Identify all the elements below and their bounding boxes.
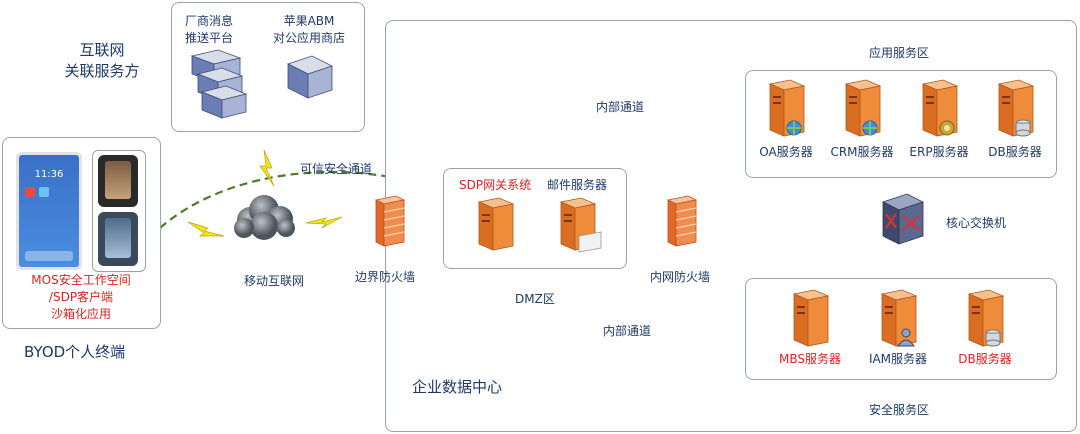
byod-client-line1: MOS安全工作空间 xyxy=(31,273,131,287)
app-zone-server-icon xyxy=(993,78,1037,144)
sdp-gateway-label: SDP网关系统 xyxy=(459,178,532,192)
mail-server-icon xyxy=(559,197,602,253)
security-zone-server-icon xyxy=(963,288,1007,354)
app-zone-server-label: CRM服务器 xyxy=(830,145,894,159)
inner-firewall-label: 内网防火墙 xyxy=(650,270,711,284)
core-switch-icon xyxy=(881,193,925,245)
app-zone-title: 应用服务区 xyxy=(869,46,930,60)
vendor-push-line1: 厂商消息 xyxy=(184,14,233,28)
security-zone-server-icon xyxy=(788,288,832,354)
security-zone-server-label: MBS服务器 xyxy=(779,352,841,366)
byod-label: BYOD个人终端 xyxy=(24,343,126,361)
cloud-icon xyxy=(234,195,295,240)
sdp-gateway-server-icon xyxy=(477,197,515,251)
byod-client-label: MOS安全工作空间 /SDP客户端 沙箱化应用 xyxy=(14,272,148,323)
phone-screen-icon: 11:36 xyxy=(16,152,82,270)
app-zone-server-icon xyxy=(764,78,808,144)
internal-channel-bottom-label: 内部通道 xyxy=(603,324,652,338)
vendor-push-building-icon xyxy=(190,49,248,119)
byod-client-line2: /SDP客户端 xyxy=(48,290,114,304)
internet-title-line2: 关联服务方 xyxy=(64,62,140,80)
security-zone-server-icon xyxy=(876,288,920,354)
trusted-channel-label: 可信安全通道 xyxy=(300,162,373,176)
vendor-push-line2: 推送平台 xyxy=(184,31,233,45)
security-zone-title: 安全服务区 xyxy=(869,403,930,417)
security-zone-server-label: DB服务器 xyxy=(958,352,1012,366)
apple-abm-line2: 对公应用商店 xyxy=(272,31,345,45)
apple-abm-line1: 苹果ABM xyxy=(283,14,335,28)
dmz-label: DMZ区 xyxy=(515,292,555,306)
internal-channel-top-label: 内部通道 xyxy=(596,100,645,114)
apple-abm-building-icon xyxy=(286,55,334,99)
mail-server-label: 邮件服务器 xyxy=(547,178,608,192)
app-zone-server-icon xyxy=(917,78,961,144)
byod-client-line3: 沙箱化应用 xyxy=(50,307,111,321)
core-switch-label: 核心交换机 xyxy=(946,216,1007,230)
apple-abm-label: 苹果ABM 对公应用商店 xyxy=(264,13,354,47)
border-firewall-label: 边界防火墙 xyxy=(355,270,416,284)
internet-title: 互联网 关联服务方 xyxy=(62,40,142,82)
iphone-icon xyxy=(98,212,138,266)
mobile-internet-label: 移动互联网 xyxy=(244,274,305,288)
dmz-box xyxy=(443,168,627,269)
internet-title-line1: 互联网 xyxy=(79,41,125,59)
datacenter-label: 企业数据中心 xyxy=(412,378,503,396)
xiaomi-phone-icon xyxy=(98,155,138,207)
app-zone-server-label: OA服务器 xyxy=(759,145,813,159)
app-zone-server-icon xyxy=(840,78,884,144)
app-zone-server-label: ERP服务器 xyxy=(909,145,969,159)
border-firewall-icon xyxy=(374,195,406,247)
vendor-push-label: 厂商消息 推送平台 xyxy=(178,13,240,47)
app-zone-server-label: DB服务器 xyxy=(988,145,1042,159)
security-zone-server-label: IAM服务器 xyxy=(868,352,928,366)
inner-firewall-icon xyxy=(666,195,698,247)
